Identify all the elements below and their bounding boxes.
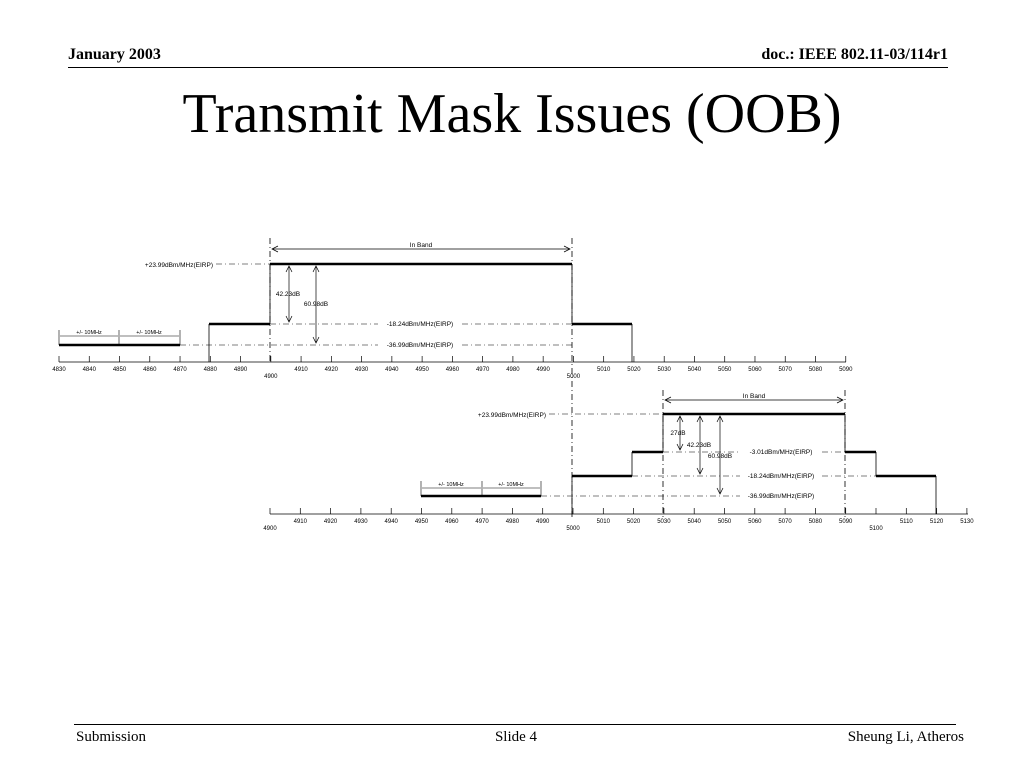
top-axis-tick-label-5050: 5050 bbox=[718, 367, 732, 373]
top-axis-tick-label-4830: 4830 bbox=[52, 367, 66, 373]
top-axis-tick-label-5080: 5080 bbox=[809, 367, 823, 373]
top-axis-tick-label-5060: 5060 bbox=[748, 367, 762, 373]
bottom-axis-tick-label-4970: 4970 bbox=[475, 519, 489, 525]
bottom-axis-tick-label-4960: 4960 bbox=[445, 519, 459, 525]
bottom-axis-tick-label-5110: 5110 bbox=[900, 519, 914, 525]
slide-title: Transmit Mask Issues (OOB) bbox=[182, 83, 842, 145]
bottom-level-mid-label: -18.24dBm/MHz(EIRP) bbox=[748, 473, 814, 480]
bottom-delta-arrow-2-head-down bbox=[696, 467, 704, 475]
bottom-axis-tick-label-5080: 5080 bbox=[809, 519, 823, 525]
footer-slide-number: Slide 4 bbox=[494, 729, 538, 745]
bottom-axis-tick-label-5120: 5120 bbox=[930, 519, 944, 525]
bottom-axis-tick-label-5030: 5030 bbox=[657, 519, 671, 525]
bottom-delta-arrow-3-head-up bbox=[716, 415, 724, 423]
bottom-inband-label: In Band bbox=[743, 393, 766, 400]
bottom-delta-label-2: 42.23dB bbox=[687, 442, 711, 449]
top-axis-tick-label-4910: 4910 bbox=[294, 367, 308, 373]
top-axis-tick-label-5000: 5000 bbox=[567, 374, 581, 380]
top-axis-tick-label-4940: 4940 bbox=[385, 367, 399, 373]
top-axis-tick-label-4900: 4900 bbox=[264, 374, 278, 380]
top-level-high-label: +23.99dBm/MHz(EIRP) bbox=[145, 262, 213, 269]
bottom-axis-ticks: 4900 4910 4920 4930 4940 4950 4960 4970 4980 4990… bbox=[263, 508, 974, 532]
bottom-axis-tick-label-4920: 4920 bbox=[324, 519, 338, 525]
top-axis-tick-label-5030: 5030 bbox=[658, 367, 672, 373]
bottom-axis-tick-label-5000: 5000 bbox=[566, 526, 580, 532]
top-delta-arrow-2-head-down bbox=[312, 336, 320, 344]
top-delta-arrow-2-head-up bbox=[312, 265, 320, 273]
top-axis-tick-label-4870: 4870 bbox=[173, 367, 187, 373]
bottom-axis-tick-label-4940: 4940 bbox=[385, 519, 399, 525]
bottom-axis-tick-label-5050: 5050 bbox=[718, 519, 732, 525]
top-inband-arrowhead-left bbox=[271, 245, 279, 253]
top-axis-tick-label-4850: 4850 bbox=[113, 367, 127, 373]
header-doc-id: doc.: IEEE 802.11-03/114r1 bbox=[761, 46, 948, 63]
top-axis-ticks: 4830 4840 4850 4860 4870 4880 4890 4900 4910 4920… bbox=[52, 356, 853, 380]
bottom-offset-label-2: +/- 10MHz bbox=[498, 482, 524, 488]
top-axis-tick-label-4860: 4860 bbox=[143, 367, 157, 373]
bottom-axis-tick-label-4900: 4900 bbox=[263, 526, 277, 532]
bottom-delta-arrow-2-head-up bbox=[696, 415, 704, 423]
footer-rule bbox=[74, 724, 956, 725]
top-axis-tick-label-4960: 4960 bbox=[446, 367, 460, 373]
top-inband-arrowhead-right bbox=[563, 245, 571, 253]
top-axis-tick-label-5040: 5040 bbox=[688, 367, 702, 373]
top-offset-label-2: +/- 10MHz bbox=[136, 330, 162, 336]
bottom-axis-tick-label-5090: 5090 bbox=[839, 519, 853, 525]
bottom-inband-arrowhead-right bbox=[836, 396, 844, 404]
bottom-mask: 4900 4910 4920 4930 4940 4950 4960 4970 4980 4990… bbox=[263, 390, 974, 532]
top-axis-tick-label-4920: 4920 bbox=[325, 367, 339, 373]
footer-submission: Submission bbox=[76, 729, 147, 745]
bottom-axis-tick-label-5020: 5020 bbox=[627, 519, 641, 525]
top-axis-tick-label-4890: 4890 bbox=[234, 367, 248, 373]
bottom-delta-arrow-1-head-up bbox=[676, 415, 684, 423]
top-axis-tick-label-5090: 5090 bbox=[839, 367, 853, 373]
top-axis-tick-label-4970: 4970 bbox=[476, 367, 490, 373]
top-axis-tick-label-4930: 4930 bbox=[355, 367, 369, 373]
top-axis-tick-label-4840: 4840 bbox=[83, 367, 97, 373]
bottom-axis-tick-label-5010: 5010 bbox=[597, 519, 611, 525]
bottom-axis-tick-label-4990: 4990 bbox=[536, 519, 550, 525]
bottom-delta-arrow-3-head-down bbox=[716, 487, 724, 495]
top-level-low-label: -36.99dBm/MHz(EIRP) bbox=[387, 342, 453, 349]
bottom-inband-arrowhead-left bbox=[664, 396, 672, 404]
bottom-axis-tick-label-5040: 5040 bbox=[688, 519, 702, 525]
top-delta-arrow-1-head-down bbox=[285, 315, 293, 323]
bottom-labels: In Band +23.99dBm/MHz(EIRP) -3.01dBm/MHz… bbox=[438, 393, 814, 500]
header-rule bbox=[68, 67, 948, 68]
top-axis-tick-label-4950: 4950 bbox=[415, 367, 429, 373]
top-labels: In Band +23.99dBm/MHz(EIRP) -18.24dBm/MH… bbox=[76, 242, 453, 349]
top-level-mid-label: -18.24dBm/MHz(EIRP) bbox=[387, 321, 453, 328]
bottom-axis-tick-label-4980: 4980 bbox=[506, 519, 520, 525]
footer-author: Sheung Li, Atheros bbox=[847, 729, 964, 745]
top-axis-tick-label-5020: 5020 bbox=[627, 367, 641, 373]
bottom-axis-tick-label-5100: 5100 bbox=[869, 526, 883, 532]
bottom-delta-arrow-1-head-down bbox=[676, 443, 684, 451]
top-axis-tick-label-5010: 5010 bbox=[597, 367, 611, 373]
bottom-level-low-label: -36.99dBm/MHz(EIRP) bbox=[748, 493, 814, 500]
bottom-delta-label-1: 27dB bbox=[670, 430, 685, 437]
top-mask: 4830 4840 4850 4860 4870 4880 4890 4900 4910 4920… bbox=[52, 238, 853, 520]
header-date: January 2003 bbox=[68, 46, 161, 63]
top-axis-tick-label-4880: 4880 bbox=[204, 367, 218, 373]
bottom-delta-label-3: 60.98dB bbox=[708, 453, 732, 460]
bottom-axis-tick-label-5060: 5060 bbox=[748, 519, 762, 525]
top-axis-tick-label-5070: 5070 bbox=[779, 367, 793, 373]
bottom-axis-tick-label-4930: 4930 bbox=[354, 519, 368, 525]
bottom-level-high-label: +23.99dBm/MHz(EIRP) bbox=[478, 412, 546, 419]
top-delta-label-2: 60.98dB bbox=[304, 301, 328, 308]
bottom-level-uppermid-label: -3.01dBm/MHz(EIRP) bbox=[750, 449, 813, 456]
top-axis-tick-label-4990: 4990 bbox=[536, 367, 550, 373]
top-offset-label-1: +/- 10MHz bbox=[76, 330, 102, 336]
bottom-axis-tick-label-4910: 4910 bbox=[294, 519, 308, 525]
bottom-offset-label-1: +/- 10MHz bbox=[438, 482, 464, 488]
bottom-axis-tick-label-5070: 5070 bbox=[778, 519, 792, 525]
top-delta-label-1: 42.23dB bbox=[276, 291, 300, 298]
bottom-axis-tick-label-4950: 4950 bbox=[415, 519, 429, 525]
bottom-axis-tick-label-5130: 5130 bbox=[960, 519, 974, 525]
top-delta-arrow-1-head-up bbox=[285, 265, 293, 273]
top-inband-label: In Band bbox=[410, 242, 433, 249]
top-axis-tick-label-4980: 4980 bbox=[506, 367, 520, 373]
